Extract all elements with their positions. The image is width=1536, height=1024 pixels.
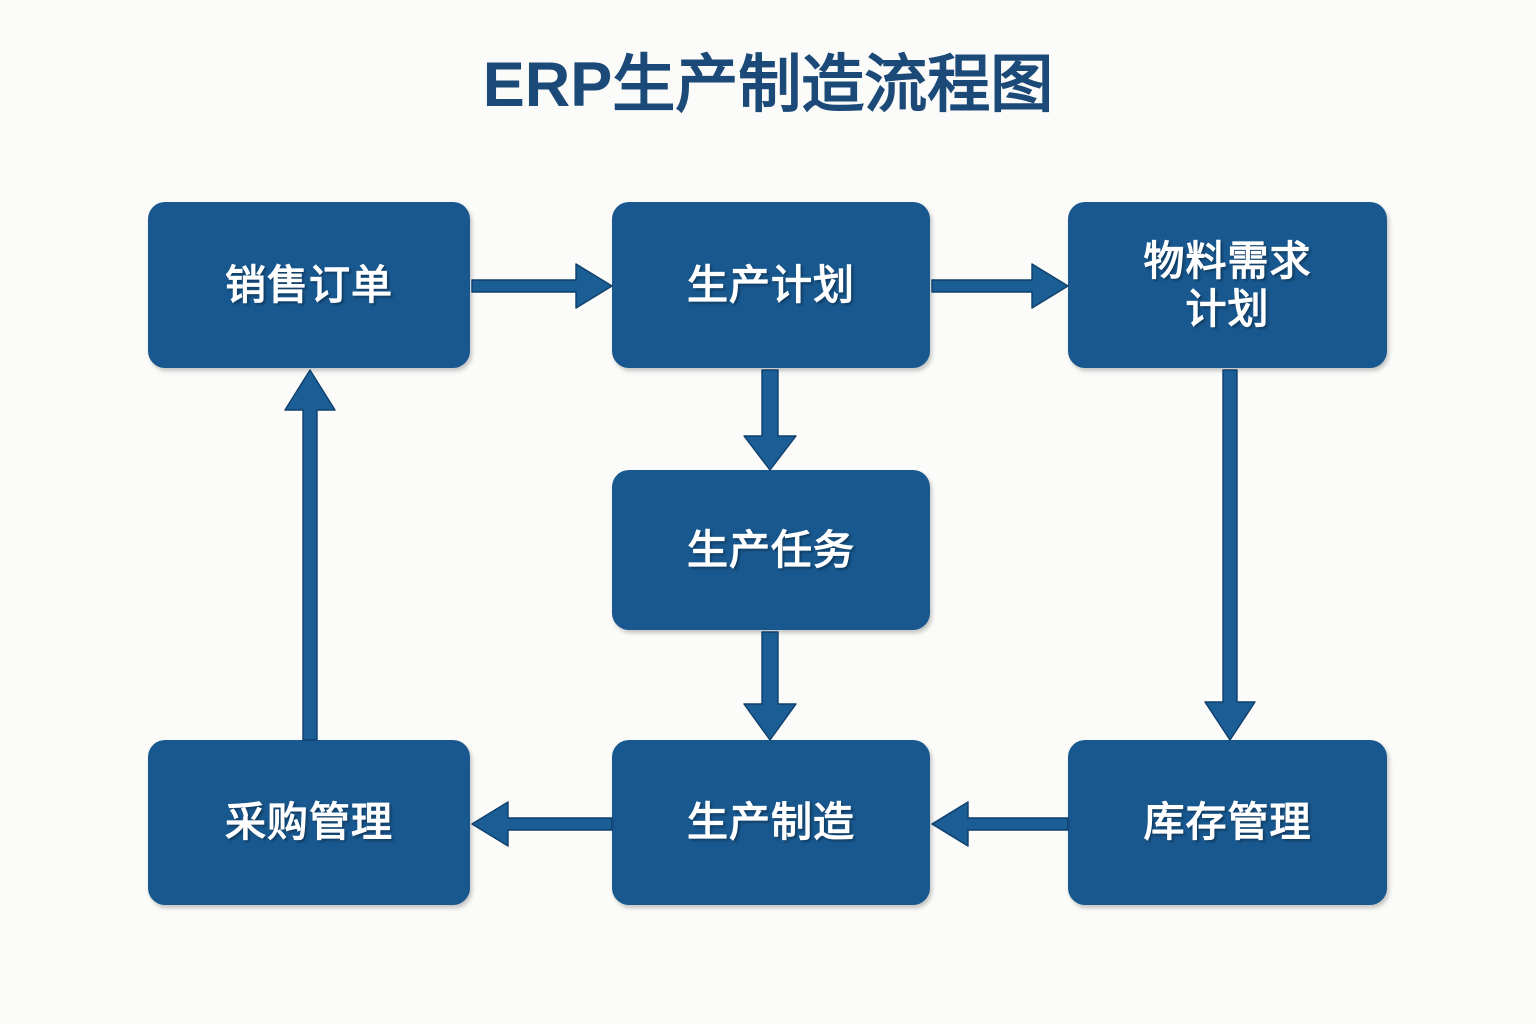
node-sales-order[interactable]: 销售订单 bbox=[148, 202, 470, 368]
arrow-down-icon-task-to-manufacturing bbox=[742, 631, 798, 741]
arrow-up-icon-procurement-to-sales-order bbox=[282, 369, 338, 741]
node-production-task[interactable]: 生产任务 bbox=[612, 470, 930, 630]
node-material-requirements-plan[interactable]: 物料需求 计划 bbox=[1068, 202, 1387, 368]
arrow-down-icon-mrp-to-inventory bbox=[1202, 369, 1258, 741]
arrow-left-icon-inventory-to-manufacturing bbox=[931, 800, 1069, 848]
node-inventory-management[interactable]: 库存管理 bbox=[1068, 740, 1387, 905]
page-title: ERP生产制造流程图 bbox=[482, 50, 1054, 120]
node-procurement-management[interactable]: 采购管理 bbox=[148, 740, 470, 905]
node-production-manufacturing[interactable]: 生产制造 bbox=[612, 740, 930, 905]
node-production-plan[interactable]: 生产计划 bbox=[612, 202, 930, 368]
arrow-down-icon-plan-to-task bbox=[742, 369, 798, 471]
arrow-right-icon-plan-to-mrp bbox=[931, 262, 1069, 310]
arrow-right-icon-sales-to-plan bbox=[471, 262, 613, 310]
arrow-left-icon-manufacturing-to-procurement bbox=[471, 800, 613, 848]
